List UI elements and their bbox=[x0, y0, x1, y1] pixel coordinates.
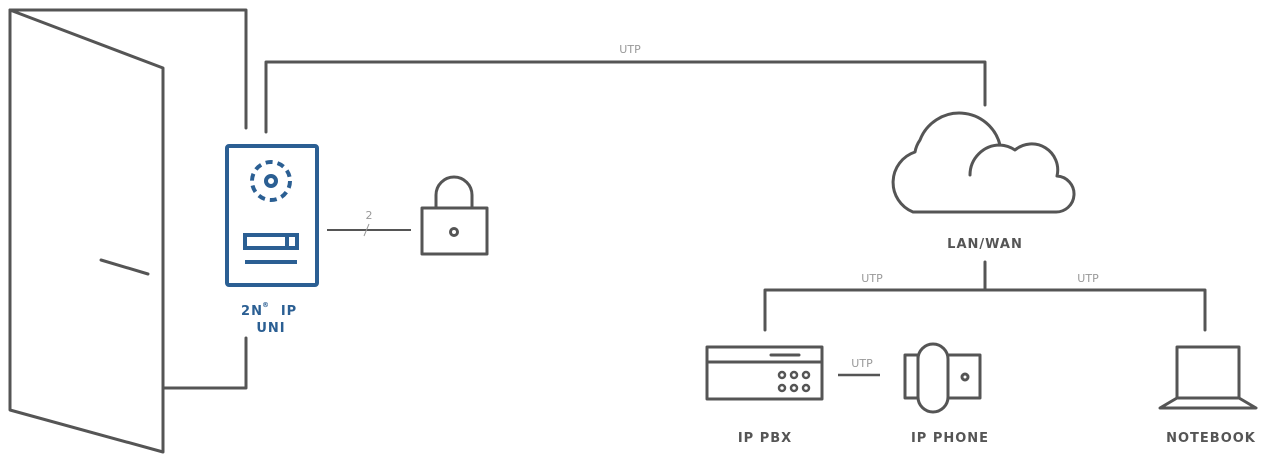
device-model-label: UNI bbox=[256, 321, 285, 336]
cable-label-top: UTP bbox=[619, 43, 641, 56]
lock-wire-count: 2 bbox=[366, 209, 373, 222]
lan-branches: UTP UTP bbox=[763, 260, 1207, 332]
device-reg-mark: ® bbox=[262, 301, 270, 309]
cable-label-right: UTP bbox=[1077, 272, 1099, 285]
ip-pbx-icon bbox=[705, 345, 824, 401]
cable-label-pbx-phone: UTP bbox=[851, 357, 873, 370]
network-label: LAN/WAN bbox=[947, 237, 1023, 252]
notebook-icon bbox=[1158, 345, 1258, 410]
cloud-icon bbox=[891, 111, 1076, 214]
device-brand-label: 2N bbox=[241, 304, 263, 319]
notebook-label: NOTEBOOK bbox=[1166, 431, 1256, 446]
utp-cable-top: UTP bbox=[264, 43, 987, 134]
device-ip-label: IP bbox=[281, 304, 297, 319]
pbx-label: IP PBX bbox=[738, 431, 792, 446]
lock-wire: 2 bbox=[327, 209, 411, 237]
phone-label: IP PHONE bbox=[911, 431, 989, 446]
lock-icon bbox=[420, 175, 489, 256]
ip-phone-icon bbox=[903, 342, 982, 414]
cable-label-left: UTP bbox=[861, 272, 883, 285]
intercom-device-icon bbox=[225, 144, 319, 287]
door-icon bbox=[8, 8, 248, 454]
